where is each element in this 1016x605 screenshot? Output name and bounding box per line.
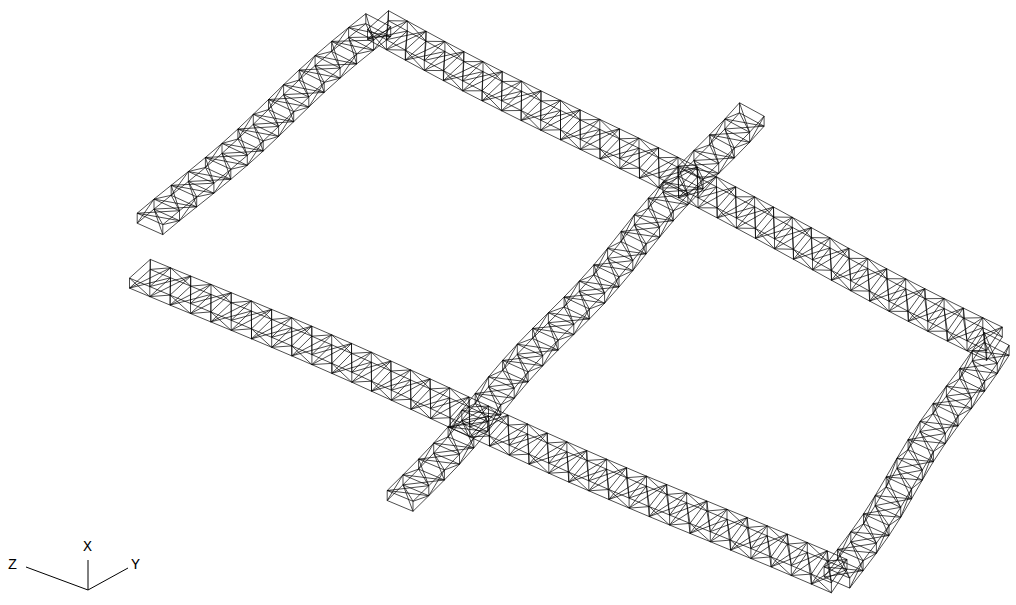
axis-label: Y	[131, 558, 140, 573]
axis-triad	[26, 560, 128, 590]
mesh-wireframe	[130, 11, 1010, 593]
x-axis-line	[88, 560, 89, 590]
z-axis-line	[26, 567, 88, 590]
axis-label: Z	[8, 558, 17, 573]
y-axis-line	[88, 568, 128, 590]
mesh-elements	[130, 11, 1010, 593]
axis-label: X	[83, 540, 92, 555]
